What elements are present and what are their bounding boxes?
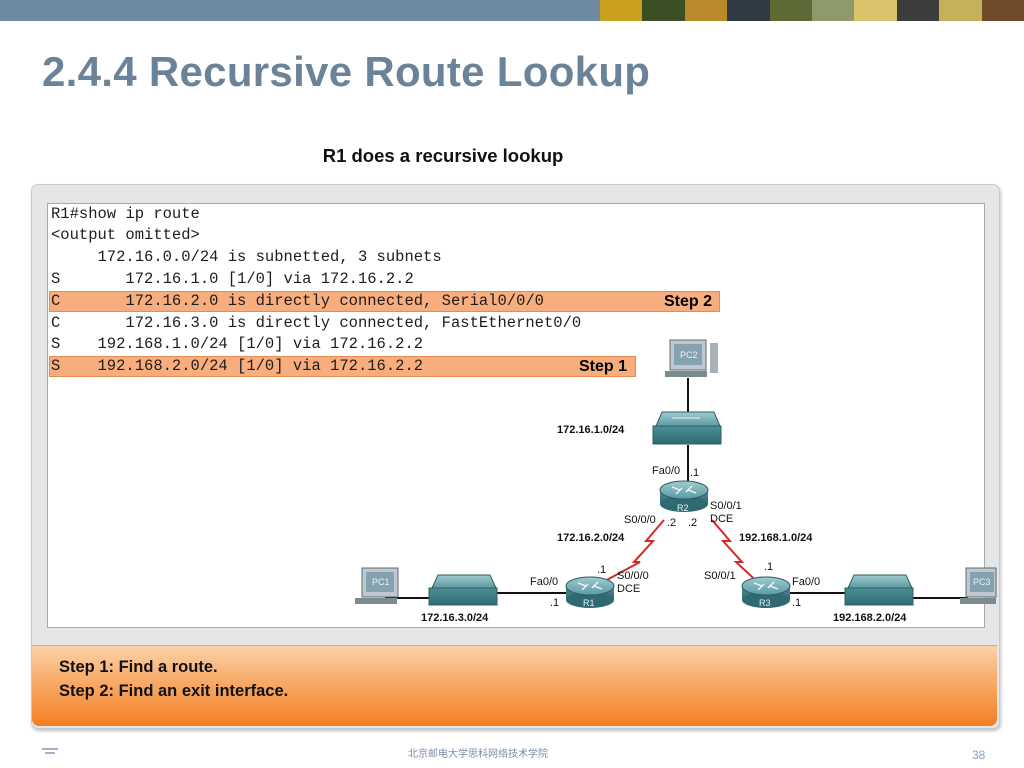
switch-r2-icon [652, 411, 722, 445]
page-number: 38 [972, 748, 986, 762]
network-label-172-16-1-0: 172.16.1.0/24 [557, 424, 625, 436]
step1-tag: Step 1 [579, 358, 628, 375]
pc3-computer-icon: PC3 [960, 567, 997, 604]
highlight-step2 [49, 291, 720, 312]
switch-r1-icon [428, 574, 498, 606]
step2-tag: Step 2 [664, 293, 713, 310]
r1-fa00-label: Fa0/0 [530, 576, 559, 588]
r3-fa00-label: Fa0/0 [792, 576, 821, 588]
terminal-line: S 172.16.1.0 [1/0] via 172.16.2.2 [51, 270, 414, 288]
switch-r3-icon [844, 574, 914, 606]
r2-fa00-label: Fa0/0 [652, 465, 681, 477]
serial-link-r1-r2 [591, 519, 665, 589]
banner-photo-strip [600, 0, 1024, 21]
r3-s001-label: S0/0/1 [704, 570, 736, 582]
r1-s000-ip: .1 [597, 564, 607, 576]
terminal-line: 172.16.0.0/24 is subnetted, 3 subnets [51, 248, 442, 266]
network-label-192-168-1-0: 192.168.1.0/24 [739, 532, 813, 544]
serial-link-r2-r3 [711, 519, 765, 589]
terminal-line-highlighted: S 192.168.2.0/24 [1/0] via 172.16.2.2 [51, 357, 424, 375]
r2-s001-ip: .2 [688, 517, 698, 529]
figure-title: R1 does a recursive lookup [322, 145, 564, 166]
pc3-label: PC3 [973, 577, 991, 587]
terminal-output-area [47, 203, 985, 628]
r2-s001-label: S0/0/1 [710, 500, 742, 512]
terminal-line: <output omitted> [51, 226, 200, 244]
pc2-computer-icon: PC2 [665, 339, 718, 377]
highlight-step1 [49, 356, 636, 377]
r3-label: R3 [759, 598, 771, 608]
r1-s000-dce: DCE [617, 583, 641, 595]
terminal-line: S 192.168.1.0/24 [1/0] via 172.16.2.2 [51, 335, 424, 353]
terminal-line-prompt: R1#show ip route [51, 205, 200, 223]
r2-s000-label: S0/0/0 [624, 514, 656, 526]
cisco-logo-icon [42, 748, 58, 754]
terminal-line: C 172.16.3.0 is directly connected, Fast… [51, 314, 582, 332]
terminal-line-highlighted: C 172.16.2.0 is directly connected, Seri… [51, 292, 544, 310]
r2-fa00-ip: .1 [690, 467, 700, 479]
steps-bar [32, 645, 997, 726]
pc1-computer-icon: PC1 [355, 567, 399, 604]
pc1-label: PC1 [372, 577, 390, 587]
r1-label: R1 [583, 598, 595, 608]
network-label-192-168-2-0: 192.168.2.0/24 [833, 612, 907, 624]
r2-s000-ip: .2 [667, 517, 677, 529]
router-r3-icon: R3 [741, 576, 791, 608]
r3-s001-ip: .1 [764, 561, 774, 573]
r2-label: R2 [677, 503, 689, 513]
r1-s000-label: S0/0/0 [617, 570, 649, 582]
network-label-172-16-3-0: 172.16.3.0/24 [421, 612, 489, 624]
r2-s001-dce: DCE [710, 513, 734, 525]
pc2-label: PC2 [680, 350, 698, 360]
r3-fa00-ip: .1 [792, 597, 802, 609]
router-r2-icon: R2 [659, 480, 709, 513]
ethernet-links [385, 378, 968, 599]
step1-text: Step 1: Find a route. [59, 658, 218, 676]
page-title: 2.4.4 Recursive Route Lookup [42, 48, 651, 95]
footer-institution: 北京邮电大学思科网络技术学院 [408, 749, 548, 760]
router-r1-icon: R1 [565, 576, 615, 608]
network-label-172-16-2-0: 172.16.2.0/24 [557, 532, 625, 544]
r1-fa00-ip: .1 [550, 597, 560, 609]
step2-text: Step 2: Find an exit interface. [59, 682, 289, 700]
